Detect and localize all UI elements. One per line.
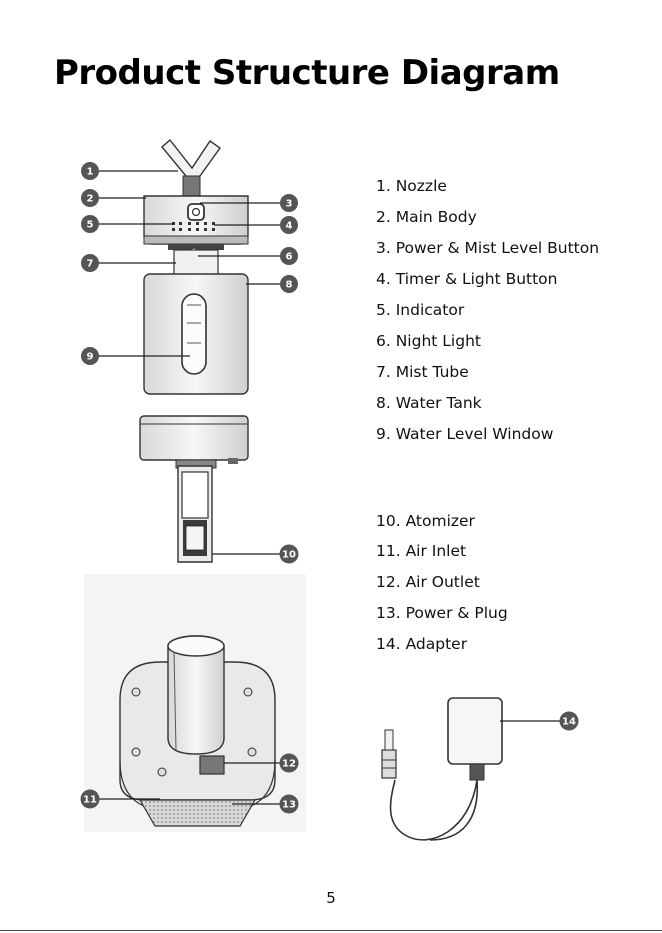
badge-11: 11 bbox=[81, 790, 100, 809]
badge-8-label: 8 bbox=[286, 280, 293, 291]
badge-1: 1 bbox=[81, 162, 99, 180]
badge-2-label: 2 bbox=[87, 194, 94, 205]
badge-4-label: 4 bbox=[286, 221, 293, 232]
badge-10-label: 10 bbox=[282, 550, 296, 561]
badge-5-label: 5 bbox=[87, 220, 94, 231]
badge-9-label: 9 bbox=[87, 352, 94, 363]
badge-8: 8 bbox=[280, 275, 298, 293]
main-body-illustration bbox=[144, 196, 248, 256]
water-tank-illustration bbox=[144, 274, 248, 394]
badge-2: 2 bbox=[81, 189, 99, 207]
badge-3: 3 bbox=[280, 194, 298, 212]
atomizer-illustration bbox=[140, 416, 248, 562]
badge-11-label: 11 bbox=[83, 795, 97, 806]
badge-10: 10 bbox=[280, 545, 299, 564]
badge-5: 5 bbox=[81, 215, 99, 233]
page-number: 5 bbox=[0, 889, 662, 907]
badge-4: 4 bbox=[280, 216, 298, 234]
badge-13-label: 13 bbox=[282, 800, 296, 811]
badge-12-label: 12 bbox=[282, 759, 296, 770]
badge-9: 9 bbox=[81, 347, 99, 365]
badge-7-label: 7 bbox=[87, 259, 94, 270]
badge-12: 12 bbox=[280, 754, 299, 773]
adapter-illustration bbox=[382, 698, 502, 840]
nozzle-illustration bbox=[162, 140, 220, 196]
base-illustration bbox=[84, 574, 306, 832]
badge-14-label: 14 bbox=[562, 717, 576, 728]
badge-13: 13 bbox=[280, 795, 299, 814]
badge-6: 6 bbox=[280, 247, 298, 265]
bottom-divider bbox=[0, 930, 662, 931]
badge-6-label: 6 bbox=[286, 252, 293, 263]
badge-3-label: 3 bbox=[286, 199, 293, 210]
badge-7: 7 bbox=[81, 254, 99, 272]
badge-1-label: 1 bbox=[87, 167, 94, 178]
badge-14: 14 bbox=[560, 712, 579, 731]
